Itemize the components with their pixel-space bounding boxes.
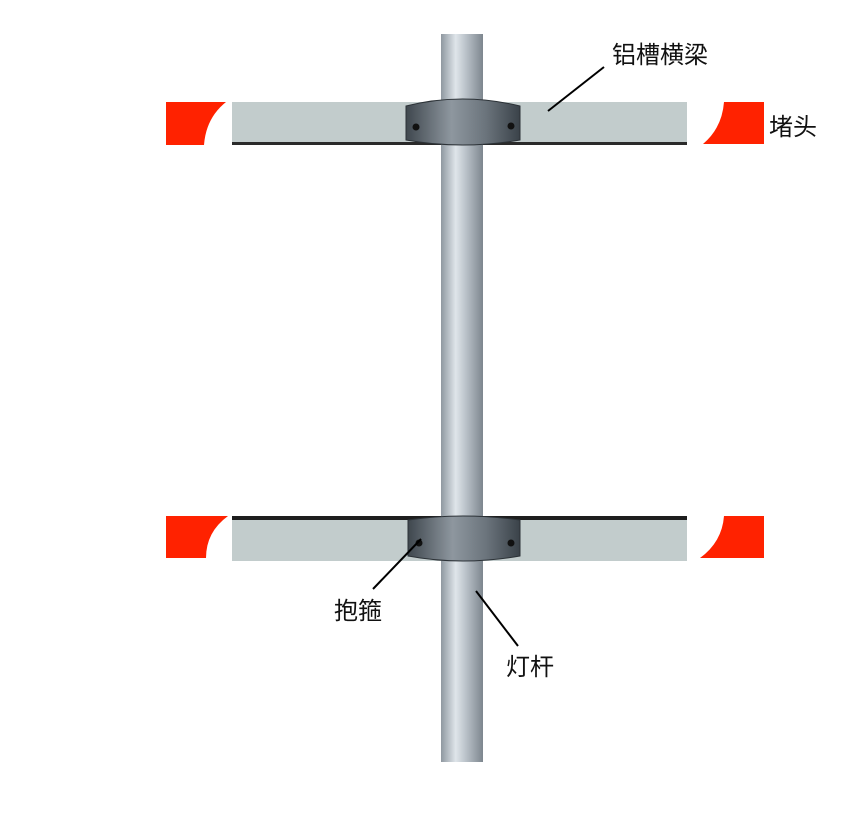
end-cap-bottom-left	[166, 516, 228, 558]
crossbar-label: 铝槽横梁	[612, 41, 708, 69]
pole-leader-line	[475, 590, 519, 647]
bottom-clamp-bolt-right	[507, 539, 515, 547]
top-clamp-bolt-left	[412, 123, 420, 131]
lamp-pole	[441, 34, 483, 762]
top-clamp-bolt-right	[507, 122, 515, 130]
top-clamp-body	[405, 98, 521, 146]
bottom-clamp-body	[407, 515, 521, 562]
end-cap-top-right	[703, 102, 764, 144]
top-clamp	[405, 98, 521, 146]
end-cap-bottom-right	[700, 516, 764, 558]
pole-label: 灯杆	[506, 653, 554, 681]
bottom-clamp	[407, 515, 521, 562]
end-cap-top-left	[166, 102, 226, 145]
bottom-clamp-bolt-left	[415, 539, 423, 547]
clamp-leader-line	[372, 538, 422, 590]
crossbar-leader-line	[547, 66, 605, 112]
end-cap-label: 堵头	[769, 113, 817, 141]
clamp-label: 抱箍	[334, 597, 382, 625]
